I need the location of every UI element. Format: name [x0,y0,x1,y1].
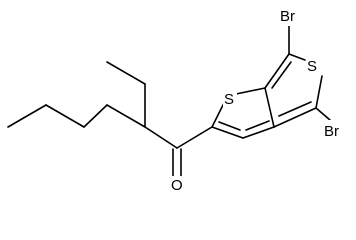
s-outer-mask [223,90,237,108]
bond-ring1-c [264,87,275,128]
bromine-substituents [288,25,331,121]
carbonyl-group [172,126,213,177]
bond-butyl-3 [83,104,108,128]
s-fused-mask [306,56,322,74]
atom-labels: Br Br S S O [170,6,352,194]
bond-ring1-e-inner [218,121,241,131]
br-bottom-mask [324,120,352,140]
bond-ring2-a-inner [271,61,292,89]
atom-br-bottom: Br [324,123,339,140]
bond-butyl-2 [45,104,85,128]
bond-butyl-1 [7,104,47,128]
bond-ethyl-2 [106,61,146,85]
atom-s-outer: S [224,91,234,108]
br-top-mask [280,6,306,26]
bond-ring1-a [211,102,225,128]
bond-br-bottom [315,107,331,121]
bond-ring1-b [235,87,266,95]
o-mask [170,176,184,194]
bond-ring2-c [315,75,323,109]
bond-ring1-d-inner [245,120,270,131]
bond-ring2-d [273,107,317,128]
bond-to-carbonyl [144,126,178,149]
alkyl-chain [7,61,178,149]
bond-butyl-4 [106,104,146,128]
bond-ring2-d-inner [278,101,312,117]
bond-ring1-e [211,126,244,139]
atom-o-carbonyl: O [171,177,183,194]
bond-ring2-b [288,53,306,61]
chemical-structure: Br Br S S O [7,6,352,194]
bond-ring2-a [264,53,290,89]
atom-s-fused: S [307,58,317,75]
thienothiophene-core [211,53,323,139]
atom-br-top: Br [280,8,295,25]
bond-ring1-d [242,126,275,139]
bond-carbonyl-to-ring [176,126,213,149]
